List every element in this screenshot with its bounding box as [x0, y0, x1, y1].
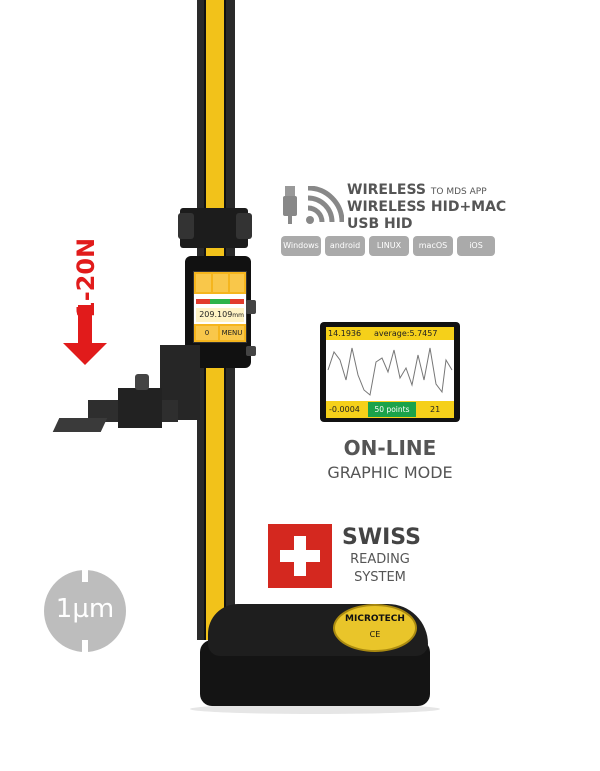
measurement-graph: [327, 347, 453, 396]
wireless-app-label: WIRELESS TO MDS APP: [347, 183, 487, 200]
swiss-title: SWISS: [342, 525, 421, 550]
measurement-readout: 209.109mm: [196, 308, 244, 322]
bar-red: [196, 299, 210, 304]
tolerance-bar: [196, 299, 244, 304]
folder-icon: [230, 274, 244, 292]
measurement-unit: mm: [232, 312, 244, 319]
scriber-tip: [52, 418, 108, 432]
brand-badge: MICROTECH CE: [333, 604, 417, 652]
cross-horizontal: [280, 550, 320, 562]
point-count: 21: [430, 405, 441, 414]
arm-clamp: [118, 388, 162, 428]
usb-hid-label: USB HID: [347, 216, 413, 232]
side-button: [246, 300, 256, 314]
wifi-icon: [306, 186, 344, 224]
screen-cell: [213, 274, 228, 292]
screen-cell: [196, 274, 211, 292]
points-button[interactable]: 50 points: [368, 402, 416, 417]
clamp-knob: [178, 213, 194, 239]
badge-notch: [82, 570, 88, 582]
usb-icon: [283, 186, 297, 224]
os-badge-ios: iOS: [457, 236, 495, 256]
base-shadow: [190, 704, 440, 714]
device-screen: 209.109mm 0 MENU: [193, 271, 247, 343]
resolution-value: 1µm: [55, 594, 115, 624]
swiss-reading: READING: [350, 552, 410, 567]
average-value: average:5.7457: [374, 329, 438, 338]
swiss-flag-icon: [268, 524, 332, 588]
os-badge-windows: Windows: [281, 236, 321, 256]
arrow-head: [63, 343, 107, 365]
current-value: 14.1936: [328, 329, 362, 338]
bar-green: [210, 299, 230, 304]
clamp-screw: [135, 374, 149, 390]
os-compatibility-row: Windows android LINUX macOS iOS: [281, 236, 501, 256]
zero-button[interactable]: 0: [196, 326, 218, 340]
clamp-knob: [236, 213, 252, 239]
measurement-value: 209.109: [199, 310, 233, 319]
os-badge-macos: macOS: [413, 236, 453, 256]
arrow-down-icon: [78, 305, 92, 345]
menu-button[interactable]: MENU: [220, 326, 244, 340]
badge-notch: [82, 640, 88, 652]
online-title: ON-LINE: [343, 436, 437, 460]
swiss-system: SYSTEM: [354, 570, 406, 585]
graph-footer: -0.0004 50 points 21: [326, 401, 454, 418]
os-badge-android: android: [325, 236, 365, 256]
bar-red: [230, 299, 244, 304]
wireless-label: WIRELESS: [347, 182, 427, 198]
brand-name: MICROTECH: [345, 614, 405, 624]
graph-screen: 14.1936 average:5.7457 -0.0004 50 points…: [326, 327, 454, 418]
side-button: [246, 346, 256, 356]
os-badge-linux: LINUX: [369, 236, 409, 256]
min-value: -0.0004: [329, 405, 360, 414]
to-mds-app-label: TO MDS APP: [430, 187, 487, 197]
graph-header: 14.1936 average:5.7457: [326, 327, 454, 340]
online-subtitle: GRAPHIC MODE: [327, 463, 453, 482]
ce-mark: CE: [369, 630, 381, 639]
wireless-hid-label: WIRELESS HID+MAC: [347, 199, 507, 215]
resolution-badge: 1µm: [44, 570, 126, 652]
